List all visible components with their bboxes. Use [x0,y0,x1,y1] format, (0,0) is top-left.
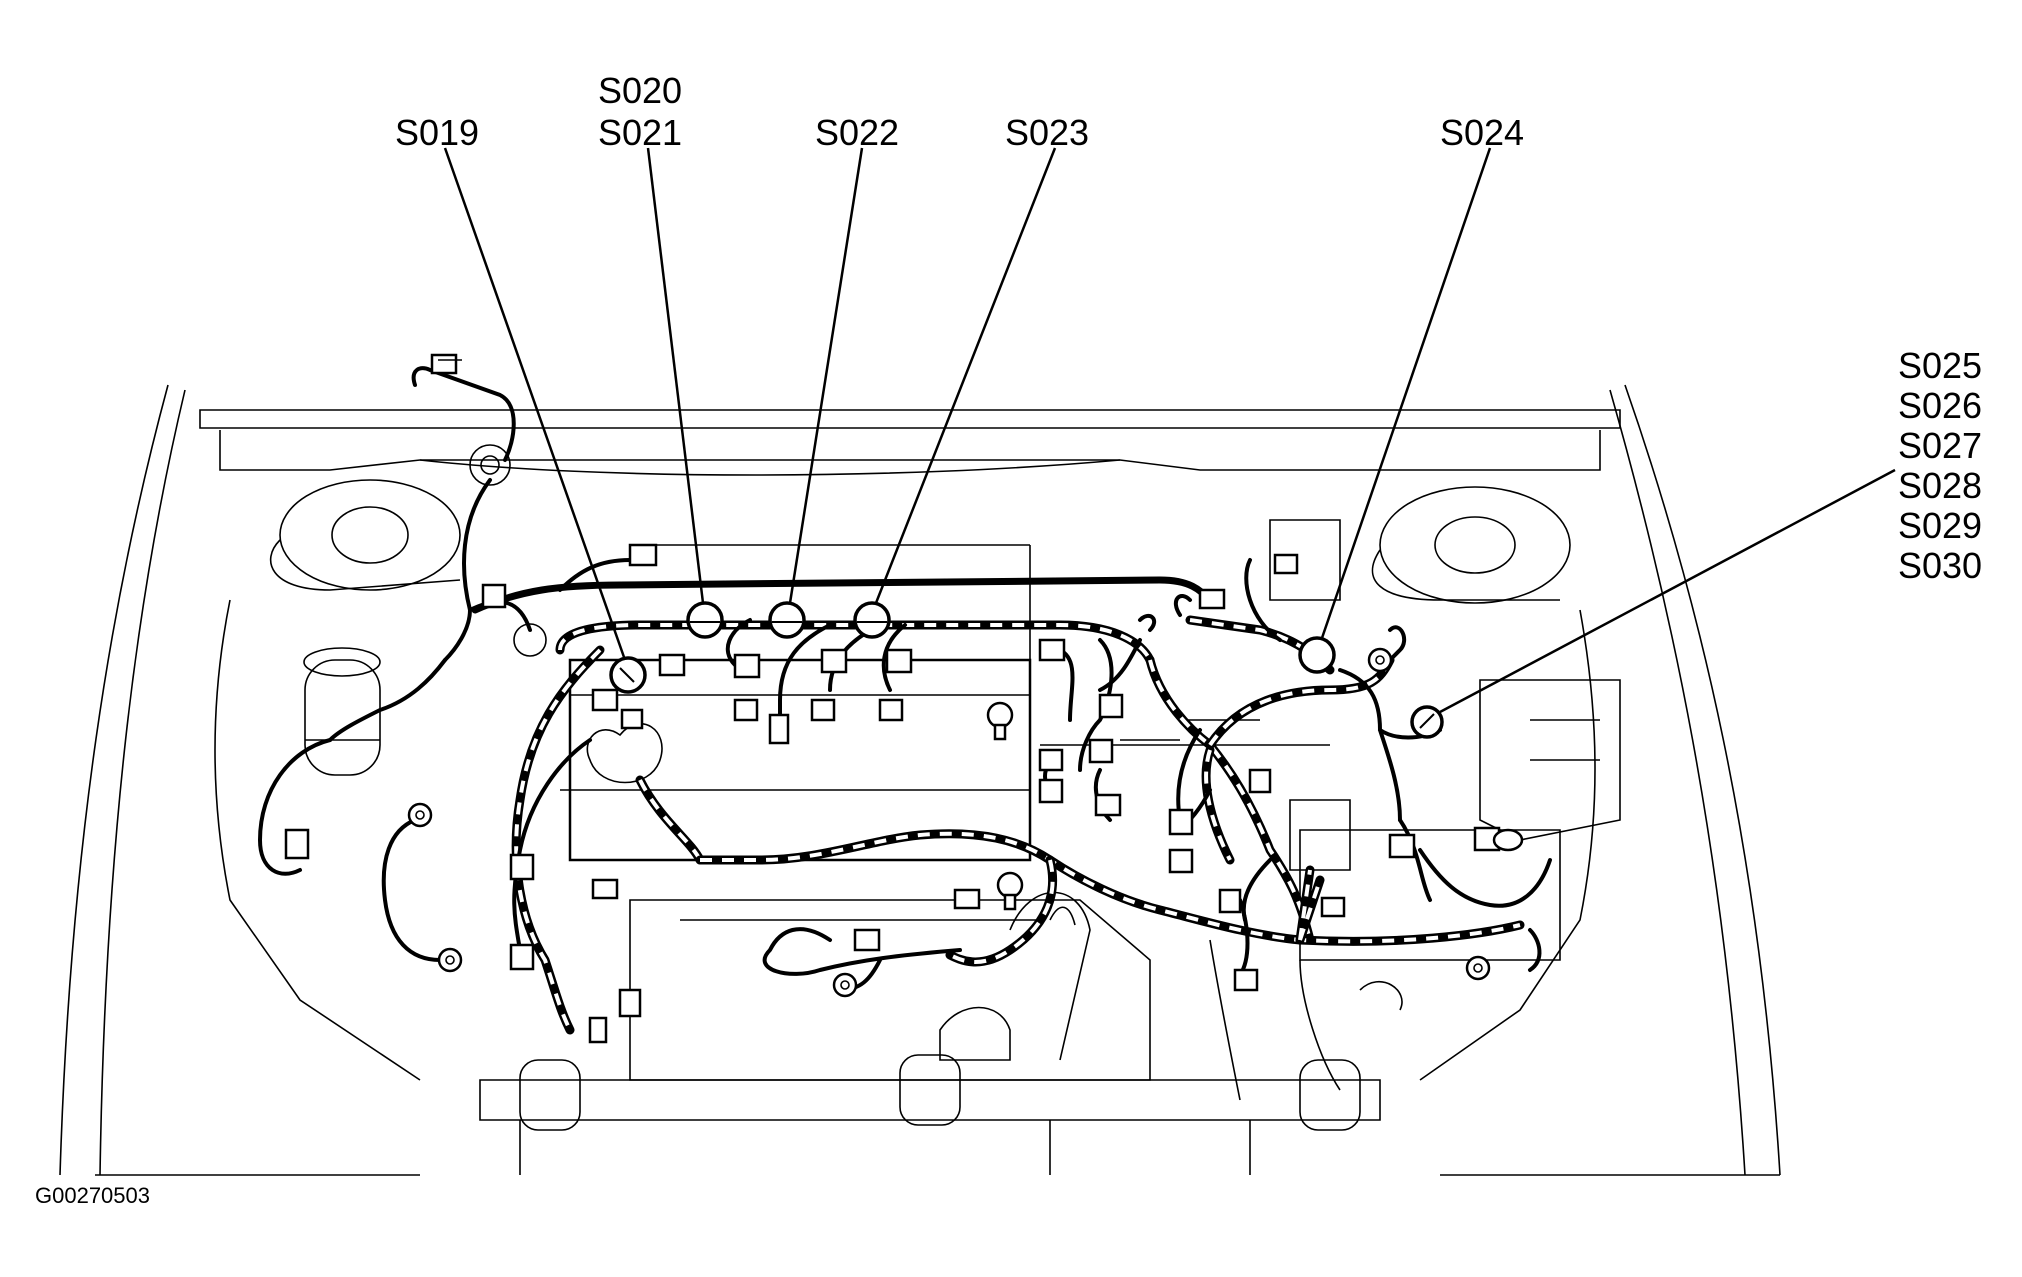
splice-markers [609,601,1444,739]
label-s019: S019 [395,112,479,153]
cylinder-head-outline [560,544,1330,862]
sensor [1492,828,1524,852]
connectors [284,353,1501,1044]
connector [618,988,642,1018]
connector [1038,638,1066,662]
leader-lines [443,147,1896,714]
connector [1273,553,1299,575]
label-s026: S026 [1898,385,1982,426]
connector [284,828,310,860]
connector [1098,693,1124,719]
connector [430,353,462,375]
connector [1088,738,1114,764]
connector [1248,768,1272,794]
figure-id: G00270503 [35,1183,150,1208]
label-s021: S021 [598,112,682,153]
connector [481,583,507,609]
label-s022: S022 [815,112,899,153]
ground-terminal [1367,647,1393,673]
label-s029: S029 [1898,505,1982,546]
connector [1320,896,1346,918]
splice-s023-marker [853,601,891,639]
ring-terminals [407,647,1524,998]
connector [588,1016,608,1044]
connector [620,708,644,730]
splice-s020-s021-marker [686,601,724,639]
label-s025: S025 [1898,345,1982,386]
connector [1094,793,1122,817]
connector [878,698,904,722]
connector [953,888,981,910]
connector [768,713,790,745]
splice-labels: S019 S020 S021 S022 S023 S024 S025 S026 … [35,70,1982,1208]
connector [628,543,658,567]
label-s023: S023 [1005,112,1089,153]
connector [733,698,759,722]
ground-terminal [407,802,433,828]
wires [257,366,1552,992]
connector [509,943,535,971]
ground-terminal [437,947,463,973]
connector [1233,968,1259,992]
connector [1038,778,1064,804]
main-wire-harness [511,615,1525,1035]
connector [591,878,619,900]
sensor [986,701,1014,741]
ground-terminal [832,972,858,998]
ground-terminal [1465,955,1491,981]
connector [1388,833,1416,859]
label-s030: S030 [1898,545,1982,586]
connector [1218,888,1242,914]
splice-s024-marker [1298,636,1336,674]
label-s028: S028 [1898,465,1982,506]
connector [733,653,761,679]
connector [810,698,836,722]
connector [853,928,881,952]
connector [1168,808,1194,836]
label-s020: S020 [598,70,682,111]
engine-bay-outline [59,384,1781,1176]
connector [658,653,686,677]
connector [509,853,535,881]
connector [1198,588,1226,610]
splice-s022-marker [768,601,806,639]
connector [1038,748,1064,772]
label-s027: S027 [1898,425,1982,466]
connector [885,648,913,674]
sensor [996,871,1024,911]
connector [1168,848,1194,874]
connector [820,648,848,674]
connector [591,688,619,712]
label-s024: S024 [1440,112,1524,153]
